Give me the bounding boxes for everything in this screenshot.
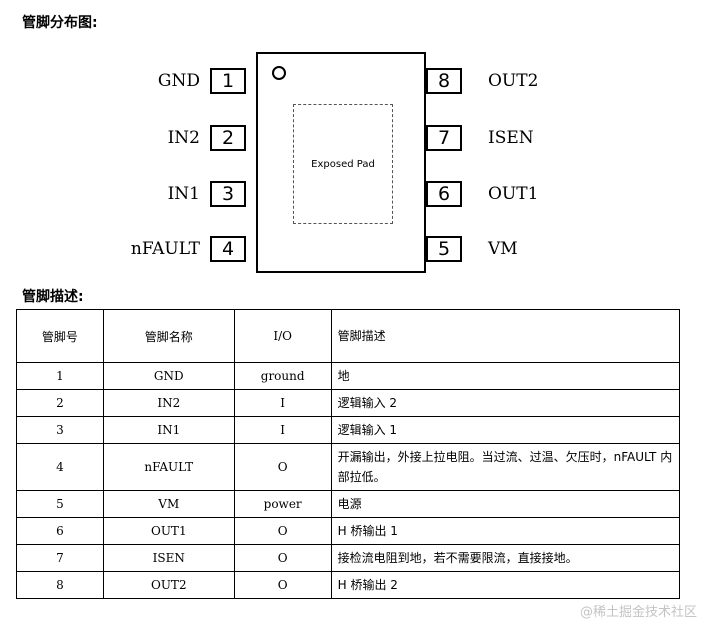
cell-pin-name: OUT2 bbox=[102, 571, 235, 599]
pin-description-table: 管脚号 管脚名称 I/O 管脚描述 1 GND ground 地 2 IN2 I… bbox=[16, 309, 681, 599]
pin-label-3: IN1 bbox=[167, 184, 200, 204]
cell-description: 逻辑输入 2 bbox=[330, 389, 681, 417]
cell-pin-name: OUT1 bbox=[102, 517, 235, 545]
table-row: 8 OUT2 O H 桥输出 2 bbox=[16, 571, 681, 599]
cell-pin-number: 7 bbox=[16, 544, 104, 572]
cell-pin-name: VM bbox=[102, 490, 235, 518]
cell-pin-number: 3 bbox=[16, 416, 104, 444]
header-pin-number: 管脚号 bbox=[16, 309, 104, 363]
pin-number: 8 bbox=[437, 70, 451, 92]
table-row: 2 IN2 I 逻辑输入 2 bbox=[16, 389, 681, 417]
cell-description: 地 bbox=[330, 362, 681, 390]
pin-number: 3 bbox=[221, 183, 235, 205]
cell-pin-number: 2 bbox=[16, 389, 104, 417]
cell-description: 开漏输出，外接上拉电阻。当过流、过温、欠压时，nFAULT 内部拉低。 bbox=[330, 443, 681, 491]
pin-box-7: 7 bbox=[426, 125, 462, 151]
pin-box-2: 2 bbox=[210, 125, 246, 151]
cell-io: power bbox=[233, 490, 332, 518]
cell-description: H 桥输出 2 bbox=[330, 571, 681, 599]
table-row: 5 VM power 电源 bbox=[16, 490, 681, 518]
cell-io: I bbox=[233, 416, 332, 444]
description-heading: 管脚描述: bbox=[22, 289, 84, 305]
cell-io: O bbox=[233, 517, 332, 545]
pin-number: 7 bbox=[437, 127, 451, 149]
cell-io: O bbox=[233, 443, 332, 491]
table-row: 7 ISEN O 接检流电阻到地，若不需要限流，直接接地。 bbox=[16, 544, 681, 572]
cell-description: H 桥输出 1 bbox=[330, 517, 681, 545]
cell-pin-number: 8 bbox=[16, 571, 104, 599]
cell-io: I bbox=[233, 389, 332, 417]
pin-label-2: IN2 bbox=[167, 128, 200, 148]
table-row: 1 GND ground 地 bbox=[16, 362, 681, 390]
pin-label-4: nFAULT bbox=[130, 239, 200, 259]
header-pin-name: 管脚名称 bbox=[102, 309, 235, 363]
cell-pin-name: ISEN bbox=[102, 544, 235, 572]
cell-io: O bbox=[233, 544, 332, 572]
cell-pin-name: IN2 bbox=[102, 389, 235, 417]
cell-io: ground bbox=[233, 362, 332, 390]
exposed-pad-label: Exposed Pad bbox=[311, 158, 375, 170]
header-pin-description: 管脚描述 bbox=[330, 309, 681, 363]
chip-body: Exposed Pad bbox=[256, 52, 426, 273]
cell-pin-name: nFAULT bbox=[102, 443, 235, 491]
cell-pin-number: 5 bbox=[16, 490, 104, 518]
cell-pin-number: 4 bbox=[16, 443, 104, 491]
pin-box-8: 8 bbox=[426, 68, 462, 94]
watermark: @稀土掘金技术社区 bbox=[579, 605, 697, 620]
pin-label-8: OUT2 bbox=[488, 71, 539, 91]
pin-number: 4 bbox=[221, 238, 235, 260]
pin-label-1: GND bbox=[157, 71, 200, 91]
table-header-row: 管脚号 管脚名称 I/O 管脚描述 bbox=[16, 309, 681, 363]
pin-box-4: 4 bbox=[210, 236, 246, 262]
pin-number: 5 bbox=[437, 238, 451, 260]
cell-pin-name: IN1 bbox=[102, 416, 235, 444]
pin-number: 6 bbox=[437, 183, 451, 205]
header-io: I/O bbox=[233, 309, 332, 363]
cell-pin-number: 1 bbox=[16, 362, 104, 390]
pin-label-7: ISEN bbox=[488, 128, 534, 148]
table-row: 6 OUT1 O H 桥输出 1 bbox=[16, 517, 681, 545]
pin-number: 1 bbox=[221, 70, 235, 92]
table-row: 3 IN1 I 逻辑输入 1 bbox=[16, 416, 681, 444]
pin1-indicator-icon bbox=[272, 66, 286, 80]
pin-box-3: 3 bbox=[210, 181, 246, 207]
pin-box-6: 6 bbox=[426, 181, 462, 207]
exposed-pad: Exposed Pad bbox=[293, 104, 393, 224]
pin-label-6: OUT1 bbox=[488, 184, 539, 204]
pin-number: 2 bbox=[221, 127, 235, 149]
cell-pin-number: 6 bbox=[16, 517, 104, 545]
table-row: 4 nFAULT O 开漏输出，外接上拉电阻。当过流、过温、欠压时，nFAULT… bbox=[16, 443, 681, 491]
cell-pin-name: GND bbox=[102, 362, 235, 390]
cell-description: 逻辑输入 1 bbox=[330, 416, 681, 444]
pin-label-5: VM bbox=[488, 239, 518, 259]
cell-io: O bbox=[233, 571, 332, 599]
pin-box-5: 5 bbox=[426, 236, 462, 262]
pinout-heading: 管脚分布图: bbox=[22, 15, 98, 31]
pin-box-1: 1 bbox=[210, 68, 246, 94]
cell-description: 电源 bbox=[330, 490, 681, 518]
cell-description: 接检流电阻到地，若不需要限流，直接接地。 bbox=[330, 544, 681, 572]
